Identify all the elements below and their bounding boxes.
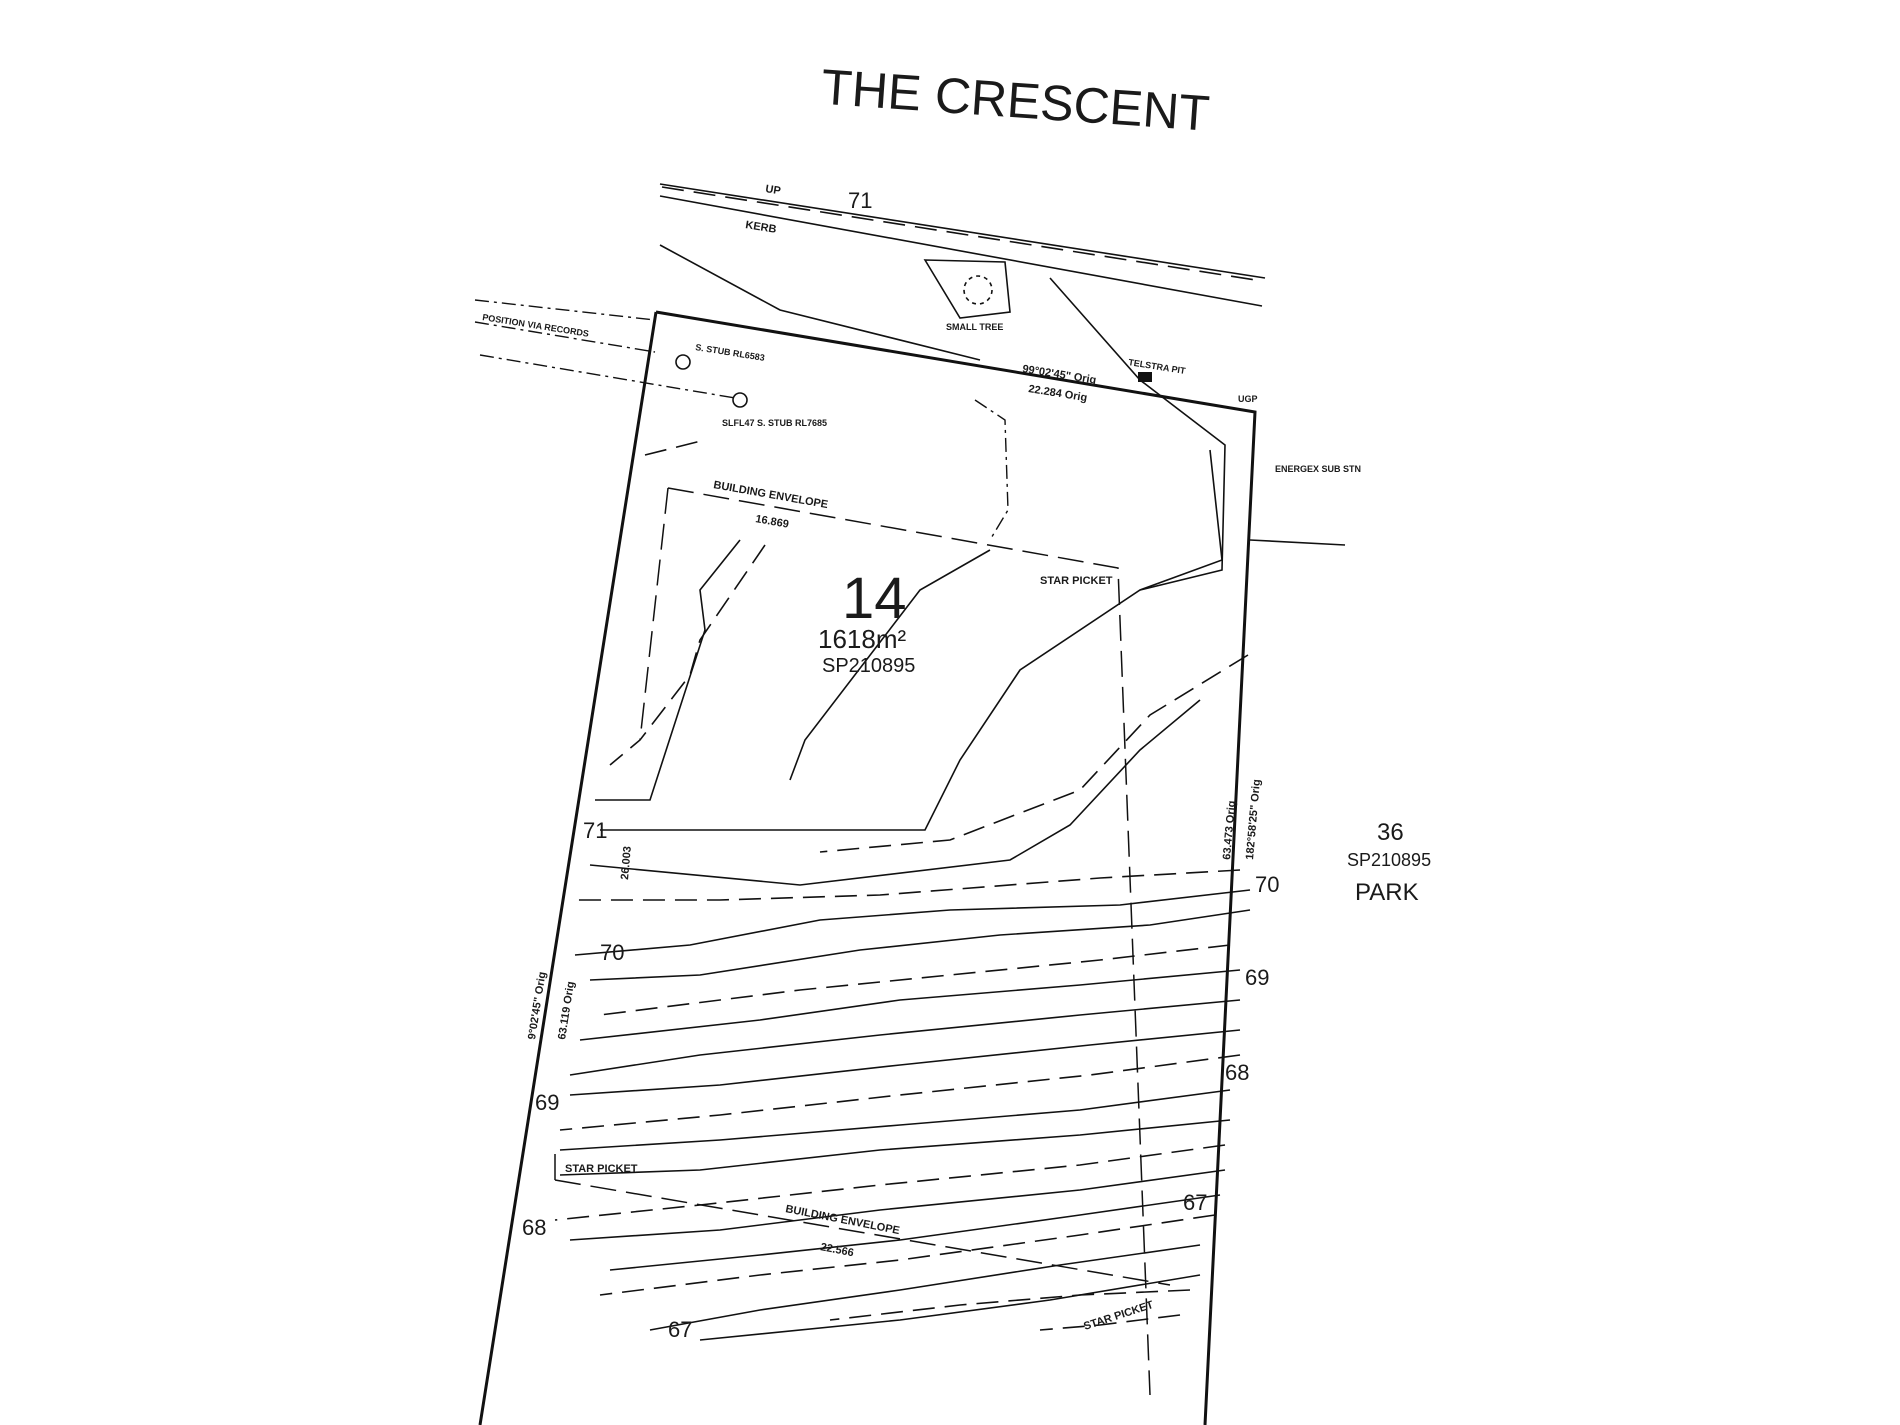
building-envelope-top xyxy=(639,487,1151,1396)
contour-71-b xyxy=(789,549,991,781)
front-dim: 22.284 Orig xyxy=(1028,383,1088,404)
star-picket-left: STAR PICKET xyxy=(565,1163,638,1175)
contour-line-j xyxy=(559,1054,1241,1131)
stub-1-icon xyxy=(675,354,691,370)
lot-plan-ref: SP210895 xyxy=(822,655,915,677)
contour-line-t xyxy=(1039,1314,1181,1331)
contour-label-road-71: 71 xyxy=(848,188,872,213)
contour-label-67-right: 67 xyxy=(1183,1190,1207,1215)
building-envelope-bottom xyxy=(554,1145,1171,1286)
contour-label-70-left: 70 xyxy=(600,940,624,965)
stub-2-label: SLFL47 S. STUB RL7685 xyxy=(722,418,827,428)
building-envelope-top-label: BUILDING ENVELOPE xyxy=(712,479,828,511)
contour-line-e xyxy=(589,909,1251,981)
service-line-diag xyxy=(474,299,656,321)
energex-label: ENERGEX SUB STN xyxy=(1275,464,1361,474)
envelope-bottom-dim: 22.566 xyxy=(819,1241,854,1259)
contour-line-r xyxy=(829,1289,1191,1321)
contour-label-68-left: 68 xyxy=(522,1215,546,1240)
right-bearing: 182°58'25" Orig xyxy=(1244,779,1263,860)
contour-label-70-right: 70 xyxy=(1255,872,1279,897)
contour-line-i xyxy=(569,1029,1241,1096)
contour-label-69-right: 69 xyxy=(1245,965,1269,990)
contour-line-o xyxy=(609,1194,1221,1271)
star-picket-bottom: STAR PICKET xyxy=(1082,1299,1155,1333)
stub-1-label: S. STUB RL6583 xyxy=(695,342,766,363)
position-via-records-label: POSITION VIA RECORDS xyxy=(482,312,590,339)
contour-label-68-right: 68 xyxy=(1225,1060,1249,1085)
contour-line-k xyxy=(559,1089,1231,1151)
contour-line-b xyxy=(589,699,1201,886)
fence-line-middle xyxy=(974,399,1009,541)
contour-71 xyxy=(600,449,1223,831)
up-line xyxy=(659,183,1266,279)
adjacent-lot-plan-ref: SP210895 xyxy=(1347,850,1431,870)
stub-2-icon xyxy=(732,392,748,408)
contour-label-67-left: 67 xyxy=(668,1317,692,1342)
contour-71-upper xyxy=(595,539,741,801)
adjacent-lot-use: PARK xyxy=(1355,879,1419,906)
small-tree-label: SMALL TREE xyxy=(946,322,1003,332)
ugp-label: UGP xyxy=(1238,394,1258,404)
contour-line-p xyxy=(599,1214,1216,1296)
service-line-2 xyxy=(479,354,736,399)
contour-line-h xyxy=(569,999,1241,1076)
energex-line xyxy=(1249,539,1346,546)
contour-label-69-left: 69 xyxy=(535,1090,559,1115)
left-dim: 63.119 Orig xyxy=(556,981,577,1041)
contour-line-s xyxy=(699,1274,1201,1341)
kerb-label: KERB xyxy=(745,219,778,236)
contour-line-f xyxy=(599,944,1231,1016)
contour-line-l xyxy=(559,1119,1231,1176)
contour-line-d xyxy=(574,889,1251,956)
up-line-dash xyxy=(661,186,1263,282)
envelope-top-dim: 16.869 xyxy=(754,513,789,531)
contour-line-a xyxy=(819,654,1249,853)
small-tree-icon xyxy=(963,275,993,305)
contour-label-71-left: 71 xyxy=(583,818,607,843)
contour-upper-left xyxy=(609,439,766,766)
contour-line-n xyxy=(569,1169,1226,1241)
star-picket-top: STAR PICKET xyxy=(1040,575,1113,587)
telstra-line xyxy=(1049,277,1226,591)
contour-line-c xyxy=(570,869,1241,901)
tree-outline xyxy=(923,259,1011,319)
adjacent-lot-number: 36 xyxy=(1377,819,1404,846)
lot-boundary xyxy=(478,310,1257,1425)
telstra-pit-label: TELSTRA PIT xyxy=(1128,357,1187,376)
kerb-line xyxy=(659,195,1263,307)
telstra-pit-icon xyxy=(1138,372,1152,382)
side-dim: 26.003 xyxy=(619,846,634,881)
road-name: THE CRESCENT xyxy=(820,59,1212,142)
lot-area: 1618m² xyxy=(818,624,906,654)
service-line-1 xyxy=(474,321,656,353)
lot-number: 14 xyxy=(842,566,907,631)
up-label: UP xyxy=(765,183,782,197)
contour-line-g xyxy=(579,969,1241,1041)
fence-line-upper xyxy=(659,244,981,361)
contour-line-q xyxy=(649,1244,1201,1331)
right-dim: 63.473 Orig xyxy=(1221,800,1238,860)
contour-line-m xyxy=(554,1144,1226,1221)
